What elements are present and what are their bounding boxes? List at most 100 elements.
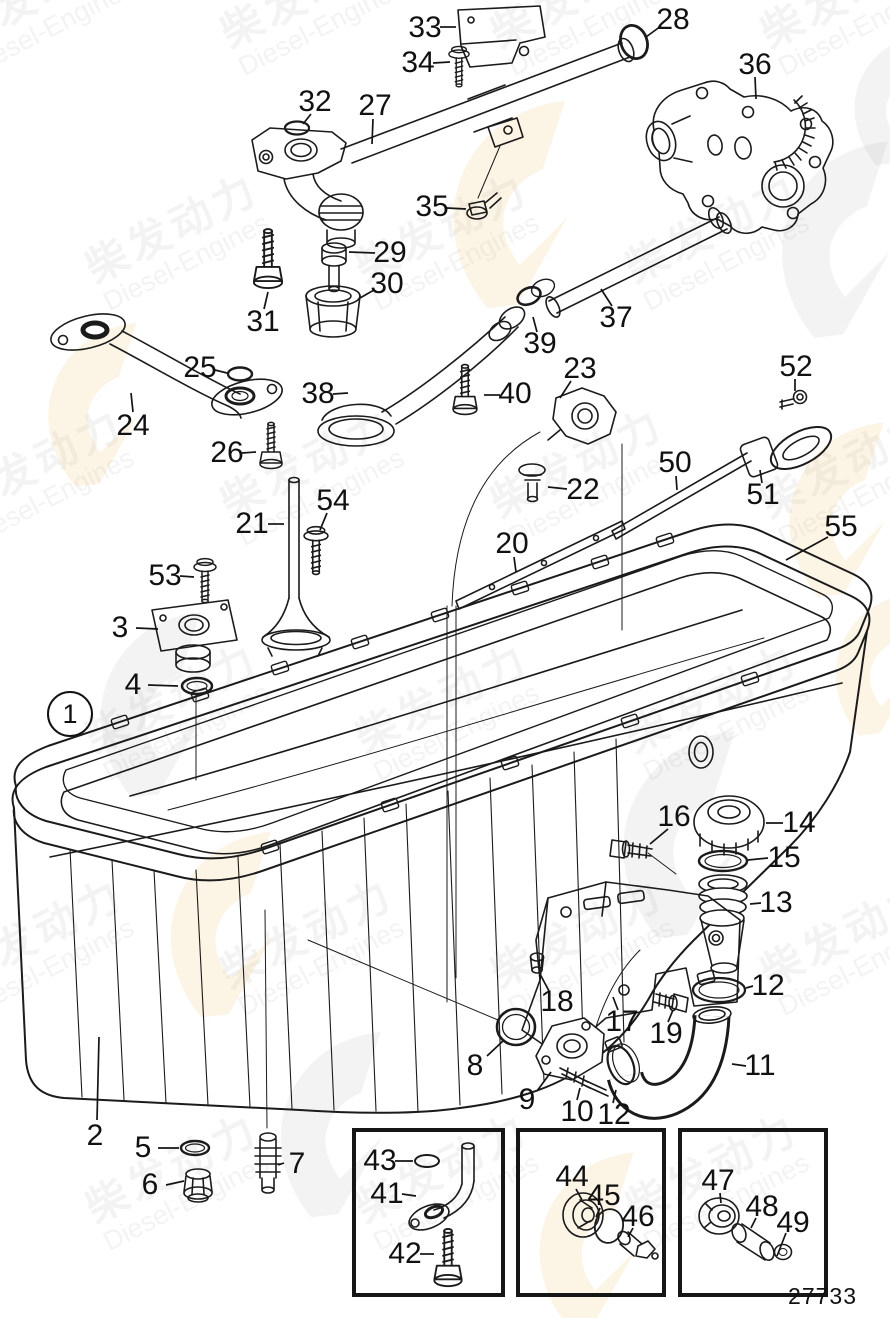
callout-28: 28: [656, 3, 690, 36]
leader-line-53: [179, 575, 195, 578]
leader-line-38: [332, 392, 349, 395]
callout-29: 29: [373, 236, 407, 269]
nipple-29: [321, 242, 347, 293]
callout-18: 18: [540, 985, 574, 1018]
callout-26: 26: [210, 436, 244, 469]
leader-line-46: [627, 1227, 634, 1238]
rubber-pin-18: [529, 952, 545, 974]
leader-line-54: [319, 512, 328, 531]
inset-pipe-41: [408, 1142, 475, 1231]
support-rail-20: [455, 520, 626, 610]
o-ring-8: [495, 1007, 537, 1047]
inset-box-1: [352, 1128, 505, 1297]
oil-tube-37: [545, 206, 733, 318]
leader-line-9: [536, 1071, 552, 1092]
leader-line-39: [532, 316, 538, 333]
callout-36: 36: [738, 48, 772, 81]
leader-line-47: [719, 1192, 722, 1204]
leader-line-55: [785, 536, 829, 561]
leader-line-23: [559, 380, 572, 399]
assembly-trace-lines: [195, 145, 677, 1129]
leader-line-6: [165, 1180, 185, 1186]
leader-line-7: [277, 1162, 285, 1166]
hose-clamp-12-lower: [604, 1036, 641, 1086]
callout-51: 51: [746, 478, 780, 511]
leader-line-13: [749, 902, 762, 905]
bolt-16: [609, 839, 653, 859]
inset-box-2: [516, 1128, 666, 1297]
callout-52: 52: [779, 350, 813, 383]
callout-48: 48: [745, 1190, 779, 1223]
callout-16: 16: [657, 800, 691, 833]
leader-line-10: [576, 1087, 581, 1101]
o-ring-28: [619, 24, 649, 60]
leader-line-29: [348, 251, 376, 254]
dipstick-handle-51: [739, 426, 833, 478]
leader-line-22: [547, 486, 568, 490]
leader-line-26: [241, 451, 257, 454]
callout-41: 41: [370, 1177, 404, 1210]
callout-12: 12: [597, 1098, 631, 1131]
leader-line-2: [96, 1036, 100, 1121]
leader-line-20: [513, 556, 517, 573]
callout-27: 27: [358, 89, 392, 122]
callout-35: 35: [415, 190, 449, 223]
callout-5: 5: [134, 1131, 152, 1164]
inset-valve-46: [617, 1230, 659, 1260]
inset-plug-44: [562, 1192, 604, 1238]
o-ring-5: [179, 1139, 211, 1157]
leader-line-12: [745, 985, 754, 989]
callout-15: 15: [767, 841, 801, 874]
hose-clamp-12-upper: [691, 969, 747, 1004]
callout-53: 53: [148, 559, 182, 592]
callout-32: 32: [298, 85, 332, 118]
leader-line-16: [649, 828, 669, 845]
callout-24: 24: [116, 409, 150, 442]
callout-43: 43: [363, 1144, 397, 1177]
union-nut-30: [305, 285, 361, 338]
callout-42: 42: [388, 1237, 422, 1270]
leader-line-50: [675, 475, 678, 491]
cover-plate-3: [151, 599, 238, 673]
leader-line-37: [600, 288, 613, 307]
oil-filler-flange-32-cluster: [251, 120, 364, 249]
outlet-housing-9: [535, 1017, 605, 1081]
leader-line-28: [645, 25, 662, 38]
callout-25: 25: [183, 351, 217, 384]
inset-box-3: [678, 1128, 828, 1297]
studs-10: [559, 1067, 609, 1097]
leader-line-12: [612, 1089, 617, 1104]
leader-line-15: [747, 857, 769, 861]
callout-22: 22: [566, 473, 600, 506]
callout-17: 17: [605, 1005, 639, 1038]
leader-line-18: [539, 973, 550, 992]
screw-52: [779, 389, 808, 410]
callout-23: 23: [563, 352, 597, 385]
callout-6: 6: [141, 1168, 159, 1201]
callout-9: 9: [518, 1083, 536, 1116]
leader-line-8: [486, 1039, 505, 1057]
leader-line-30: [359, 289, 375, 299]
leader-line-24: [130, 392, 134, 413]
leader-line-44: [575, 1188, 583, 1201]
leader-line-11: [731, 1063, 747, 1067]
leader-line-51: [759, 469, 763, 484]
callout-4: 4: [124, 668, 142, 701]
callout-12: 12: [751, 969, 785, 1002]
callout-20: 20: [495, 527, 529, 560]
hose-11: [607, 1005, 732, 1120]
callout-33: 33: [408, 11, 442, 44]
callout-38: 38: [301, 377, 335, 410]
callout-7: 7: [288, 1147, 306, 1180]
suction-pipe-38: [317, 306, 526, 447]
callout-31: 31: [246, 305, 280, 338]
callout-46: 46: [621, 1200, 655, 1233]
pump-housing-36: [645, 80, 834, 235]
o-ring-15: [697, 849, 749, 873]
callout-55: 55: [824, 510, 858, 543]
leader-line-35: [446, 207, 467, 210]
leader-line-48: [750, 1217, 757, 1229]
